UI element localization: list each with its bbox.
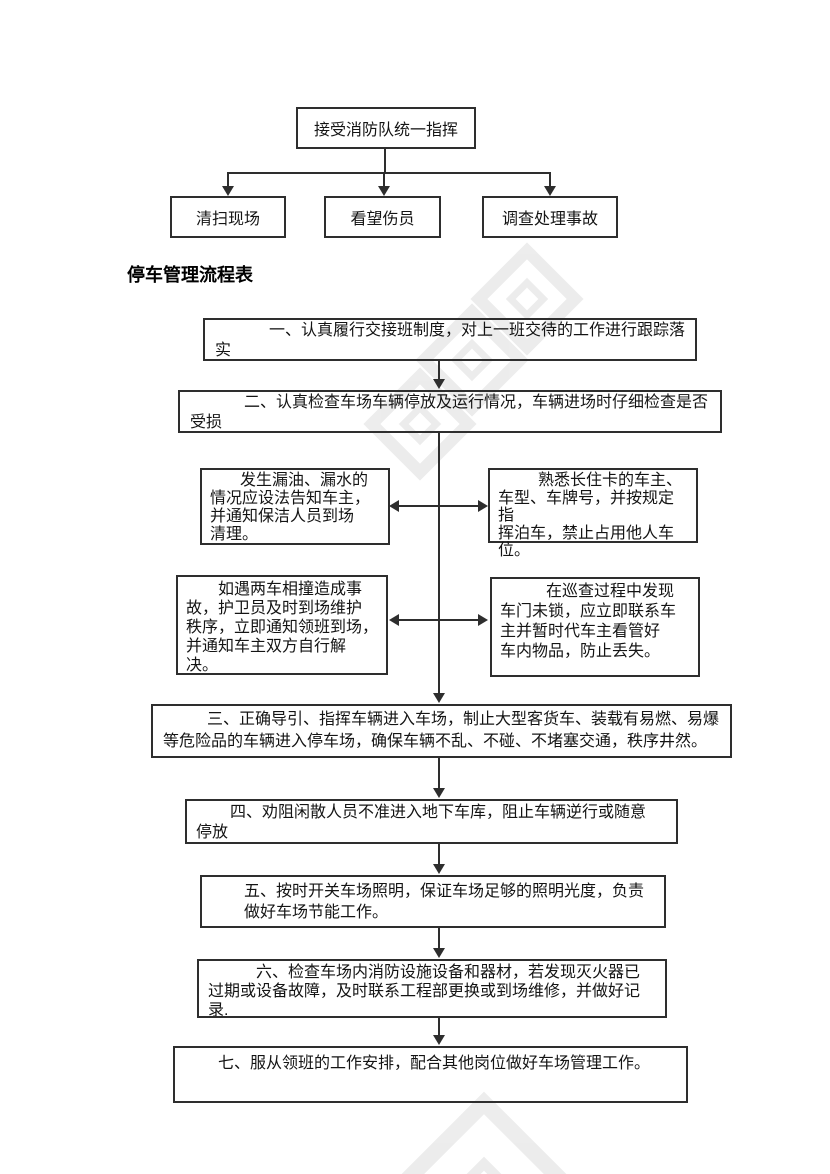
arrow-down-icon <box>378 186 390 196</box>
connector-branch2 <box>398 619 478 621</box>
emergency-root-label: 接受消防队统一指挥 <box>313 122 458 139</box>
flow-step5-box: 五、按时开关车场照明，保证车场足够的照明光度，负责 做好车场节能工作。 <box>200 875 666 928</box>
emergency-root-box: 接受消防队统一指挥 <box>296 107 476 149</box>
flow-step2-box: 二、认真检查车场车辆停放及运行情况，车辆进场时仔细检查是否 受损 <box>178 390 722 433</box>
cleanup-label: 清扫现场 <box>195 211 260 228</box>
connector-branch-bar <box>228 172 550 174</box>
connector-step3-step4 <box>438 758 440 789</box>
connector-step5-step6 <box>438 928 440 949</box>
arrow-down-icon <box>433 379 445 389</box>
watermark-diamond <box>383 1091 585 1174</box>
branch1-left-box: 发生漏油、漏水的 情况应设法告知车主， 并通知保洁人员到场 清理。 <box>200 468 390 545</box>
arrow-down-icon <box>433 864 445 874</box>
arrow-down-icon <box>433 948 445 958</box>
visit-injured-label: 看望伤员 <box>350 211 415 228</box>
connector-branch1 <box>398 505 478 507</box>
arrow-down-icon <box>222 186 234 196</box>
flow-step4-box: 四、劝阻闲散人员不准进入地下车库，阻止车辆逆行或随意 停放 <box>185 799 678 844</box>
connector-step2-step3 <box>438 433 440 694</box>
flow-step7-box: 七、服从领班的工作安排，配合其他岗位做好车场管理工作。 <box>173 1046 688 1103</box>
emergency-child-visit-injured-box: 看望伤员 <box>324 196 441 238</box>
flow-step1-box: 一、认真履行交接班制度，对上一班交待的工作进行跟踪落 实 <box>203 318 697 361</box>
emergency-child-cleanup-box: 清扫现场 <box>170 196 286 238</box>
connector-step6-step7 <box>438 1018 440 1036</box>
branch2-left-box: 如遇两车相撞造成事 故，护卫员及时到场维护 秩序，立即通知领班到场， 并通知车主… <box>176 575 388 675</box>
branch1-right-box: 熟悉长住卡的车主、 车型、车牌号，并按规定指 挥泊车，禁止占用他人车 位。 <box>488 468 698 559</box>
branch2-right-box: 在巡查过程中发现 车门未锁，应立即联系车 主并暂时代车主看管好 车内物品，防止丢… <box>490 577 700 677</box>
arrow-left-icon <box>389 614 399 626</box>
connector-drop-left <box>227 172 229 187</box>
arrow-down-icon <box>544 186 556 196</box>
arrow-down-icon <box>433 1035 445 1045</box>
emergency-child-investigate-box: 调查处理事故 <box>482 196 618 238</box>
connector-step1-step2 <box>438 361 440 380</box>
arrow-right-icon <box>478 614 488 626</box>
connector-root-stem <box>384 149 386 172</box>
connector-drop-middle <box>383 172 385 187</box>
arrow-down-icon <box>433 788 445 798</box>
arrow-left-icon <box>389 500 399 512</box>
connector-step4-step5 <box>438 844 440 865</box>
connector-drop-right <box>549 172 551 187</box>
flow-step3-box: 三、正确导引、指挥车辆进入车场，制止大型客货车、装载有易燃、易爆 等危险品的车辆… <box>151 704 732 758</box>
arrow-right-icon <box>478 500 488 512</box>
arrow-down-icon <box>433 693 445 703</box>
flow-step6-box: 六、检查车场内消防设施设备和器材，若发现灭火器已 过期或设备故障，及时联系工程部… <box>197 959 667 1018</box>
page-title: 停车管理流程表 <box>127 265 253 285</box>
investigate-label: 调查处理事故 <box>501 211 598 228</box>
